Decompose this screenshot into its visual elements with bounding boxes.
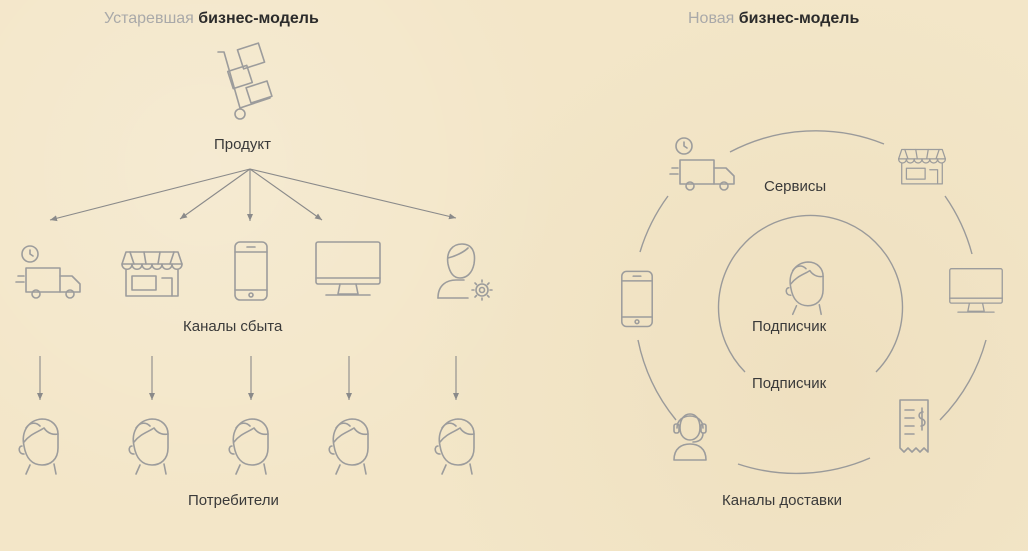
subscriber-label-inner: Подписчик xyxy=(752,318,827,335)
consumer-icon xyxy=(434,418,475,475)
outer-ring xyxy=(637,130,987,475)
headset-operator-icon xyxy=(673,413,707,461)
consumer-icon xyxy=(328,418,369,475)
consumers-label: Потребители xyxy=(188,492,279,509)
store-icon xyxy=(121,251,183,297)
smartphone-icon xyxy=(234,241,268,301)
left-title-bold: бизнес-модель xyxy=(198,10,319,27)
services-label: Сервисы xyxy=(764,178,827,195)
consumer-icon xyxy=(128,418,169,475)
receipt-icon xyxy=(899,399,929,453)
product-label: Продукт xyxy=(214,136,271,153)
delivery-truck-icon xyxy=(15,245,81,299)
monitor-icon xyxy=(949,268,1003,313)
right-title-light: Новая xyxy=(688,10,735,27)
subscriber-icon xyxy=(785,261,824,316)
delivery-channels-label: Каналы доставки xyxy=(722,492,842,509)
store-icon xyxy=(897,148,947,185)
inner-ring xyxy=(717,214,904,373)
subscriber-label-outer: Подписчик xyxy=(752,375,827,392)
consumer-icon xyxy=(228,418,269,475)
channels-label: Каналы сбыта xyxy=(183,318,283,335)
right-title-bold: бизнес-модель xyxy=(738,10,860,27)
channels-to-consumers-arrows xyxy=(37,356,459,400)
smartphone-icon xyxy=(621,270,653,328)
left-title: Устаревшая бизнес-модель xyxy=(104,10,319,28)
product-to-channels-arrows xyxy=(49,168,457,222)
consumer-icon xyxy=(18,418,59,475)
right-title: Новая бизнес-модель xyxy=(688,10,859,28)
product-icon xyxy=(217,42,273,120)
left-title-light: Устаревшая xyxy=(104,10,194,27)
delivery-truck-icon xyxy=(669,137,735,191)
support-person-icon xyxy=(437,243,493,301)
monitor-icon xyxy=(315,241,381,296)
